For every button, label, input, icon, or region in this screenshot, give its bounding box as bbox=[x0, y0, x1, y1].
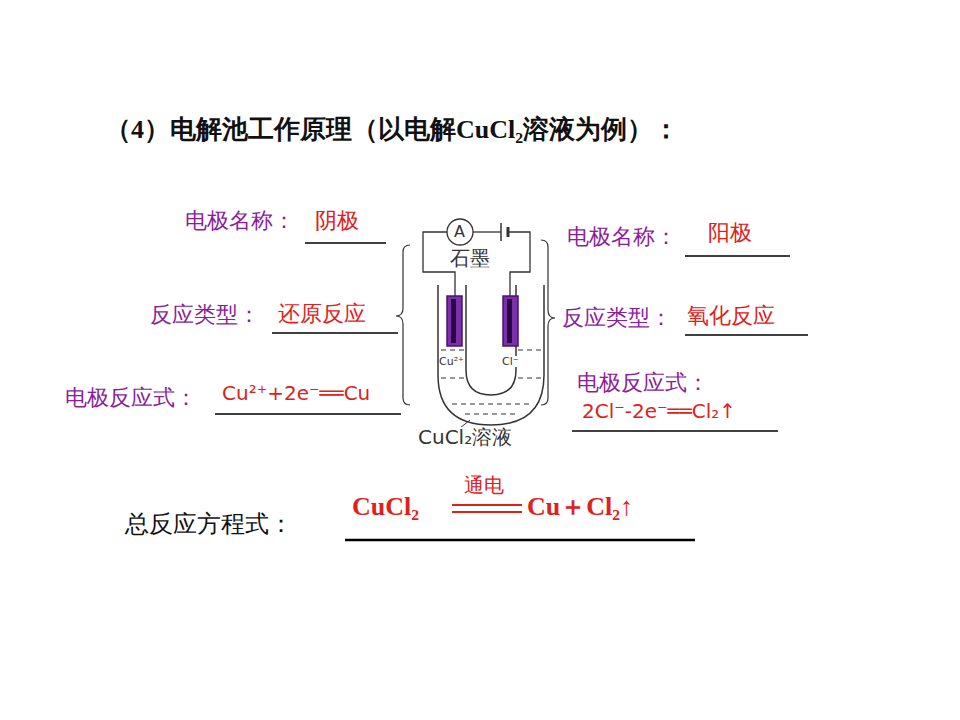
answer-lines bbox=[215, 243, 808, 540]
field-label: 反应类型： bbox=[150, 304, 260, 326]
equals-sign bbox=[452, 505, 522, 512]
brackets bbox=[396, 240, 555, 405]
ammeter-symbol: A bbox=[454, 224, 465, 240]
slide-title: （4）电解池工作原理（以电解CuCl₂溶液为例）： bbox=[105, 117, 679, 143]
field-label: 电极名称： bbox=[567, 226, 677, 248]
field-label: 反应类型： bbox=[562, 307, 672, 329]
formula-text: Cu＋Cl₂↑ bbox=[527, 494, 633, 520]
field-label: 电极名称： bbox=[185, 210, 295, 232]
ion-label: Cl⁻ bbox=[502, 356, 519, 367]
condition-label: 通电 bbox=[464, 475, 504, 495]
solution-label: CuCl₂溶液 bbox=[418, 427, 512, 447]
field-label: 电极反应式： bbox=[577, 372, 709, 394]
answer-text: 2Cl⁻-2e⁻══Cl₂↑ bbox=[582, 401, 736, 421]
answer-text: 氧化反应 bbox=[687, 305, 775, 327]
ion-label: Cu²⁺ bbox=[439, 356, 464, 367]
field-label: 总反应方程式： bbox=[125, 512, 293, 536]
answer-text: 阴极 bbox=[315, 210, 359, 232]
formula-text: CuCl₂ bbox=[352, 494, 419, 520]
u-tube bbox=[438, 285, 544, 432]
answer-text: Cu²⁺+2e⁻══Cu bbox=[222, 383, 370, 403]
field-label: 电极反应式： bbox=[65, 387, 197, 409]
answer-text: 还原反应 bbox=[278, 303, 366, 325]
circuit-wire bbox=[423, 219, 530, 296]
answer-text: 阳极 bbox=[708, 222, 752, 244]
electrode-label: 石墨 bbox=[450, 248, 490, 268]
